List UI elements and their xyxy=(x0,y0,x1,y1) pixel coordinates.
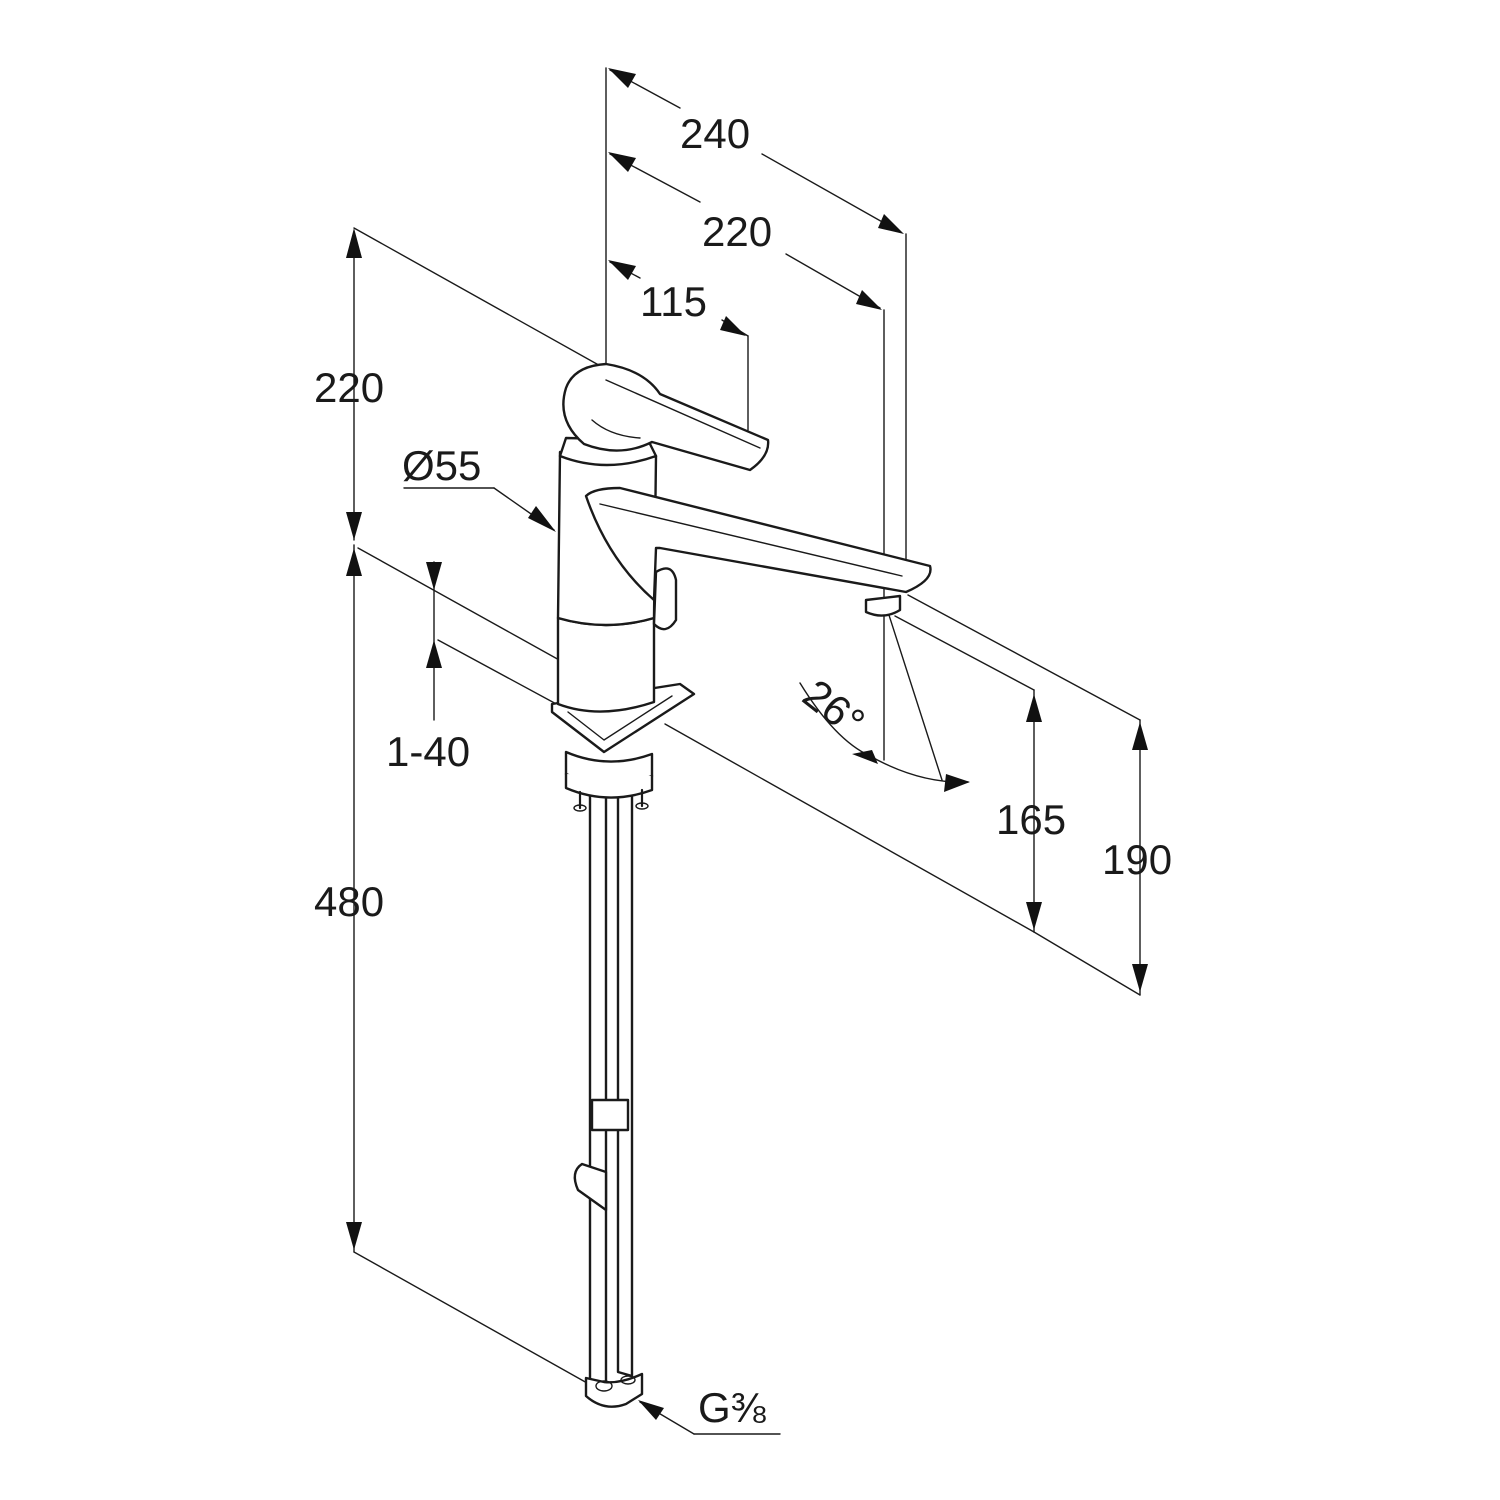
label-connection-thread: G⅜ xyxy=(698,1384,767,1431)
label-deck-thickness: 1-40 xyxy=(386,728,470,775)
label-spout-height: 190 xyxy=(1102,836,1172,883)
label-spout-reach-outlet: 220 xyxy=(702,208,772,255)
dimension-labels: 240 220 115 220 Ø55 1-40 480 165 190 26°… xyxy=(314,110,1172,1431)
faucet-body xyxy=(556,362,932,713)
label-spout-reach-total: 240 xyxy=(680,110,750,157)
supply-hoses xyxy=(573,790,644,1408)
dimension-arrows xyxy=(346,68,1148,1420)
label-lever-reach: 115 xyxy=(640,278,707,325)
label-hose-length: 480 xyxy=(314,878,384,925)
label-swivel-angle: 26° xyxy=(794,670,873,746)
dimension-lines xyxy=(353,67,1141,1435)
label-outlet-height: 165 xyxy=(996,796,1066,843)
label-body-height: 220 xyxy=(314,364,384,411)
label-body-diameter: Ø55 xyxy=(402,442,481,489)
mounting-hardware xyxy=(564,750,654,812)
